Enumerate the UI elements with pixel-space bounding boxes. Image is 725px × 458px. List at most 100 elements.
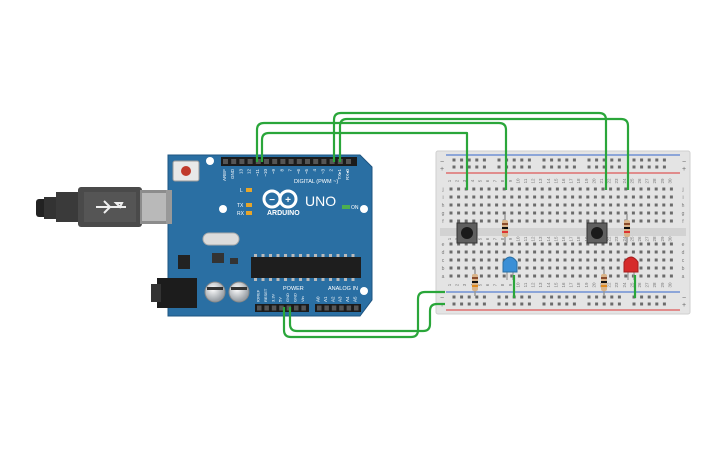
breadboard-hole[interactable]	[495, 274, 499, 278]
analog-pin-hole[interactable]	[346, 305, 352, 311]
breadboard-hole[interactable]	[593, 274, 597, 278]
breadboard-hole[interactable]	[565, 302, 569, 306]
breadboard-hole[interactable]	[533, 219, 537, 223]
breadboard-hole[interactable]	[495, 242, 499, 246]
breadboard-hole[interactable]	[609, 258, 613, 262]
breadboard-hole[interactable]	[467, 158, 471, 162]
breadboard-hole[interactable]	[497, 295, 501, 299]
breadboard-hole[interactable]	[669, 274, 673, 278]
breadboard-hole[interactable]	[631, 203, 635, 207]
breadboard-hole[interactable]	[457, 203, 461, 207]
breadboard-hole[interactable]	[502, 195, 506, 199]
breadboard-hole[interactable]	[593, 203, 597, 207]
breadboard-hole[interactable]	[563, 187, 567, 191]
breadboard-hole[interactable]	[542, 158, 546, 162]
breadboard-hole[interactable]	[601, 266, 605, 270]
breadboard-hole[interactable]	[520, 165, 524, 169]
breadboard-hole[interactable]	[654, 250, 658, 254]
breadboard-hole[interactable]	[557, 165, 561, 169]
breadboard-hole[interactable]	[517, 219, 521, 223]
breadboard-hole[interactable]	[647, 187, 651, 191]
breadboard-hole[interactable]	[495, 258, 499, 262]
breadboard-hole[interactable]	[572, 302, 576, 306]
breadboard-hole[interactable]	[533, 250, 537, 254]
breadboard-hole[interactable]	[654, 187, 658, 191]
breadboard-hole[interactable]	[586, 250, 590, 254]
breadboard-hole[interactable]	[631, 242, 635, 246]
breadboard-hole[interactable]	[565, 295, 569, 299]
breadboard-hole[interactable]	[460, 165, 464, 169]
breadboard-hole[interactable]	[557, 158, 561, 162]
breadboard-hole[interactable]	[533, 211, 537, 215]
breadboard-hole[interactable]	[487, 211, 491, 215]
breadboard-hole[interactable]	[550, 165, 554, 169]
breadboard-hole[interactable]	[502, 187, 506, 191]
breadboard-hole[interactable]	[555, 211, 559, 215]
power-pin-hole[interactable]	[279, 305, 284, 311]
breadboard-hole[interactable]	[457, 266, 461, 270]
breadboard-hole[interactable]	[557, 295, 561, 299]
power-pin-hole[interactable]	[271, 305, 277, 311]
breadboard-hole[interactable]	[639, 258, 643, 262]
breadboard-hole[interactable]	[609, 266, 613, 270]
breadboard-hole[interactable]	[512, 165, 516, 169]
breadboard[interactable]: − + − + − + − + 111222333444555666777888…	[435, 150, 691, 315]
breadboard-hole[interactable]	[654, 219, 658, 223]
breadboard-hole[interactable]	[472, 211, 476, 215]
breadboard-hole[interactable]	[639, 187, 643, 191]
breadboard-hole[interactable]	[662, 302, 666, 306]
breadboard-hole[interactable]	[624, 242, 628, 246]
breadboard-hole[interactable]	[593, 187, 597, 191]
breadboard-hole[interactable]	[610, 302, 614, 306]
breadboard-hole[interactable]	[654, 258, 658, 262]
breadboard-hole[interactable]	[449, 187, 453, 191]
breadboard-hole[interactable]	[449, 195, 453, 199]
breadboard-hole[interactable]	[525, 266, 529, 270]
breadboard-hole[interactable]	[647, 158, 651, 162]
breadboard-hole[interactable]	[624, 274, 628, 278]
wire-pin12-button1[interactable]	[255, 121, 508, 190]
breadboard-hole[interactable]	[654, 203, 658, 207]
breadboard-hole[interactable]	[616, 195, 620, 199]
breadboard-hole[interactable]	[595, 302, 599, 306]
breadboard-hole[interactable]	[449, 242, 453, 246]
digital-pin-hole[interactable]	[288, 159, 294, 164]
breadboard-hole[interactable]	[482, 302, 486, 306]
breadboard-hole[interactable]	[654, 211, 658, 215]
breadboard-hole[interactable]	[517, 211, 521, 215]
breadboard-hole[interactable]	[640, 165, 644, 169]
breadboard-hole[interactable]	[540, 266, 544, 270]
breadboard-hole[interactable]	[527, 302, 531, 306]
breadboard-hole[interactable]	[662, 195, 666, 199]
breadboard-hole[interactable]	[533, 242, 537, 246]
digital-pin-hole[interactable]	[321, 159, 327, 164]
breadboard-hole[interactable]	[475, 158, 479, 162]
breadboard-hole[interactable]	[487, 258, 491, 262]
breadboard-hole[interactable]	[482, 158, 486, 162]
breadboard-hole[interactable]	[502, 250, 506, 254]
breadboard-hole[interactable]	[572, 295, 576, 299]
breadboard-hole[interactable]	[639, 211, 643, 215]
breadboard-hole[interactable]	[525, 211, 529, 215]
breadboard-hole[interactable]	[479, 274, 483, 278]
breadboard-hole[interactable]	[593, 195, 597, 199]
breadboard-hole[interactable]	[616, 250, 620, 254]
breadboard-hole[interactable]	[479, 258, 483, 262]
breadboard-hole[interactable]	[540, 195, 544, 199]
breadboard-hole[interactable]	[472, 242, 476, 246]
breadboard-hole[interactable]	[565, 165, 569, 169]
breadboard-hole[interactable]	[520, 158, 524, 162]
breadboard-hole[interactable]	[449, 219, 453, 223]
breadboard-hole[interactable]	[654, 242, 658, 246]
breadboard-hole[interactable]	[616, 219, 620, 223]
breadboard-hole[interactable]	[595, 165, 599, 169]
analog-pin-hole[interactable]	[324, 305, 329, 311]
breadboard-hole[interactable]	[540, 258, 544, 262]
breadboard-hole[interactable]	[601, 187, 605, 191]
breadboard-hole[interactable]	[593, 250, 597, 254]
breadboard-hole[interactable]	[457, 250, 461, 254]
breadboard-hole[interactable]	[555, 219, 559, 223]
analog-pin-hole[interactable]	[339, 305, 344, 311]
breadboard-hole[interactable]	[572, 165, 576, 169]
breadboard-hole[interactable]	[542, 302, 546, 306]
